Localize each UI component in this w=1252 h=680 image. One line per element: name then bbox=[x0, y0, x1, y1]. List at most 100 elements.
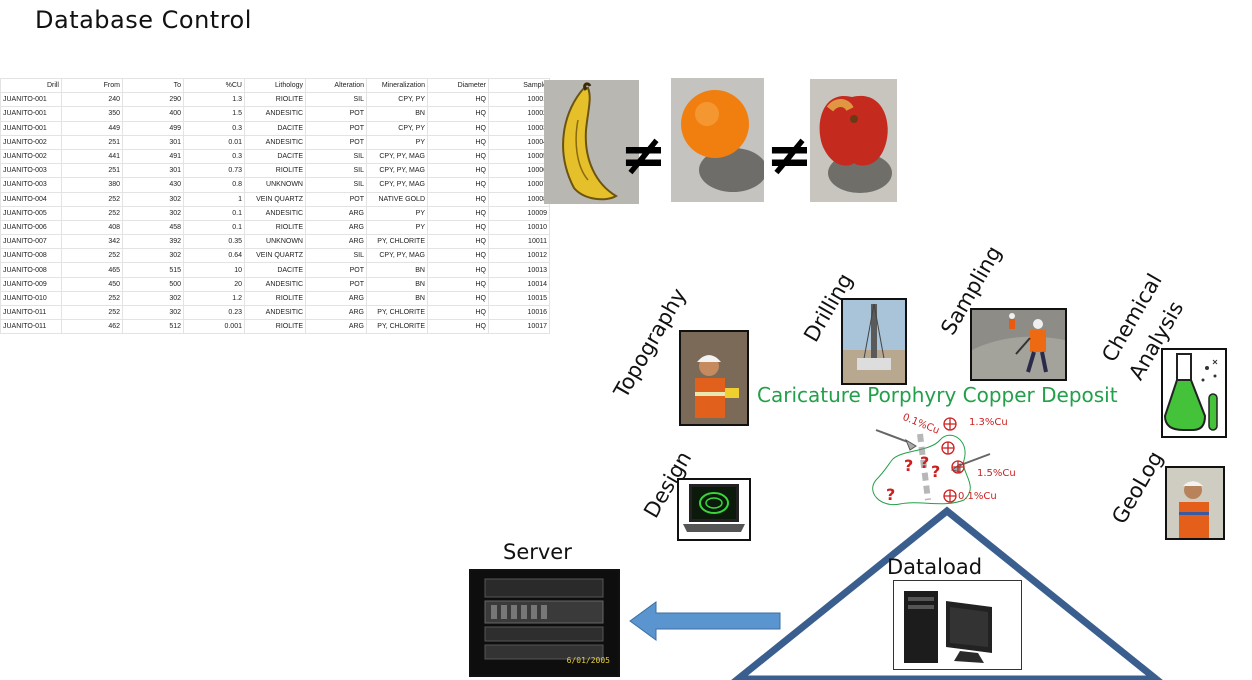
dataload-label: Dataload bbox=[887, 555, 983, 579]
table-cell: 0.73 bbox=[183, 163, 245, 179]
table-cell: ANDESITIC bbox=[244, 106, 306, 122]
orange-photo bbox=[671, 78, 764, 202]
table-cell: JUANITO-001 bbox=[0, 92, 62, 108]
table-cell: CPY, PY, MAG bbox=[366, 248, 428, 264]
server-label: Server bbox=[503, 540, 572, 564]
table-header-cell: Drill bbox=[0, 77, 62, 94]
table-cell: 10005 bbox=[488, 148, 550, 165]
table-cell: 500 bbox=[122, 276, 184, 292]
table-cell: HQ bbox=[427, 92, 489, 108]
table-cell: POT bbox=[305, 262, 367, 278]
table-cell: SIL bbox=[305, 92, 367, 108]
design-photo bbox=[677, 478, 751, 541]
table-cell: JUANITO-001 bbox=[0, 120, 62, 136]
table-cell: VEIN QUARTZ bbox=[244, 248, 306, 264]
table-cell: 251 bbox=[61, 134, 123, 150]
topography-photo bbox=[679, 330, 749, 426]
table-cell: 1.3 bbox=[183, 92, 245, 108]
table-cell: JUANITO-005 bbox=[0, 205, 62, 221]
unknown-mark-3: ? bbox=[931, 462, 941, 481]
table-cell: 252 bbox=[61, 191, 123, 207]
table-cell: PY, CHLORITE bbox=[366, 319, 428, 335]
table-cell: 10 bbox=[183, 262, 245, 278]
server-rack-icon bbox=[471, 571, 618, 675]
table-cell: RIOLITE bbox=[244, 290, 306, 307]
unknown-mark-1: ? bbox=[904, 456, 914, 475]
table-cell: JUANITO-001 bbox=[0, 106, 62, 122]
grade-label-4: 0.1%Cu bbox=[958, 491, 997, 502]
table-cell: JUANITO-006 bbox=[0, 219, 62, 236]
dataload-photo bbox=[893, 580, 1022, 670]
drill-rig-icon bbox=[843, 300, 905, 383]
table-cell: POT bbox=[305, 120, 367, 136]
table-cell: SIL bbox=[305, 163, 367, 179]
table-cell: 499 bbox=[122, 120, 184, 136]
drilling-photo bbox=[841, 298, 907, 385]
table-cell: 252 bbox=[61, 205, 123, 221]
table-cell: DACITE bbox=[244, 148, 306, 165]
table-cell: VEIN QUARTZ bbox=[244, 191, 306, 207]
chemical-analysis-photo bbox=[1161, 348, 1227, 438]
table-cell: HQ bbox=[427, 248, 489, 264]
table-cell: BN bbox=[366, 106, 428, 122]
table-cell: 458 bbox=[122, 219, 184, 236]
table-cell: 251 bbox=[61, 163, 123, 179]
table-cell: 252 bbox=[61, 290, 123, 307]
table-cell: ARG bbox=[305, 290, 367, 307]
table-cell: 302 bbox=[122, 290, 184, 307]
table-cell: 450 bbox=[61, 276, 123, 292]
table-cell: HQ bbox=[427, 148, 489, 165]
table-cell: 441 bbox=[61, 148, 123, 165]
table-cell: HQ bbox=[427, 106, 489, 122]
table-cell: JUANITO-011 bbox=[0, 319, 62, 335]
deposit-title: Caricature Porphyry Copper Deposit bbox=[757, 383, 1118, 407]
surveyor-icon bbox=[681, 332, 747, 424]
table-cell: HQ bbox=[427, 177, 489, 193]
table-cell: 0.8 bbox=[183, 177, 245, 193]
table-cell: ARG bbox=[305, 304, 367, 321]
table-cell: UNKNOWN bbox=[244, 177, 306, 193]
table-cell: PY bbox=[366, 219, 428, 236]
table-header-cell: %CU bbox=[183, 77, 245, 94]
table-cell: 0.001 bbox=[183, 319, 245, 335]
table-cell: 380 bbox=[61, 177, 123, 193]
table-cell: JUANITO-002 bbox=[0, 134, 62, 150]
table-cell: 342 bbox=[61, 234, 123, 250]
table-cell: 10013 bbox=[488, 262, 550, 278]
table-cell: NATIVE GOLD bbox=[366, 191, 428, 207]
table-cell: BN bbox=[366, 276, 428, 292]
table-cell: 302 bbox=[122, 248, 184, 264]
table-cell: JUANITO-011 bbox=[0, 304, 62, 321]
table-cell: 20 bbox=[183, 276, 245, 292]
table-cell: 10007 bbox=[488, 177, 550, 193]
table-cell: DACITE bbox=[244, 120, 306, 136]
page-title: Database Control bbox=[35, 6, 252, 34]
table-cell: 252 bbox=[61, 248, 123, 264]
table-cell: 449 bbox=[61, 120, 123, 136]
table-cell: 515 bbox=[122, 262, 184, 278]
table-cell: JUANITO-003 bbox=[0, 163, 62, 179]
table-cell: SIL bbox=[305, 148, 367, 165]
table-header-cell: Alteration bbox=[305, 77, 367, 94]
table-cell: 430 bbox=[122, 177, 184, 193]
sampling-photo bbox=[970, 308, 1067, 381]
table-cell: 1.5 bbox=[183, 106, 245, 122]
table-cell: PY, CHLORITE bbox=[366, 234, 428, 250]
table-cell: 512 bbox=[122, 319, 184, 335]
not-equal-icon-1: ≠ bbox=[620, 123, 667, 188]
server-photo: 6/01/2005 bbox=[469, 569, 620, 677]
table-cell: POT bbox=[305, 276, 367, 292]
table-cell: 392 bbox=[122, 234, 184, 250]
table-cell: ANDESITIC bbox=[244, 134, 306, 150]
table-cell: 10006 bbox=[488, 163, 550, 179]
table-cell: JUANITO-010 bbox=[0, 290, 62, 307]
